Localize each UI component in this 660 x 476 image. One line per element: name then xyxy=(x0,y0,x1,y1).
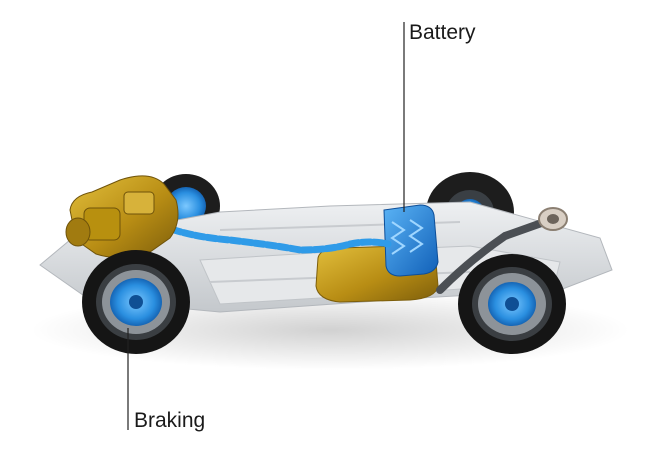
braking-label: Braking xyxy=(134,409,206,432)
exhaust-pipe xyxy=(436,207,568,294)
battery-icon xyxy=(383,204,439,277)
rear-near-wheel xyxy=(458,254,566,354)
battery-label: Battery xyxy=(409,21,476,44)
front-near-wheel xyxy=(82,250,190,354)
hv-cable xyxy=(146,216,392,254)
